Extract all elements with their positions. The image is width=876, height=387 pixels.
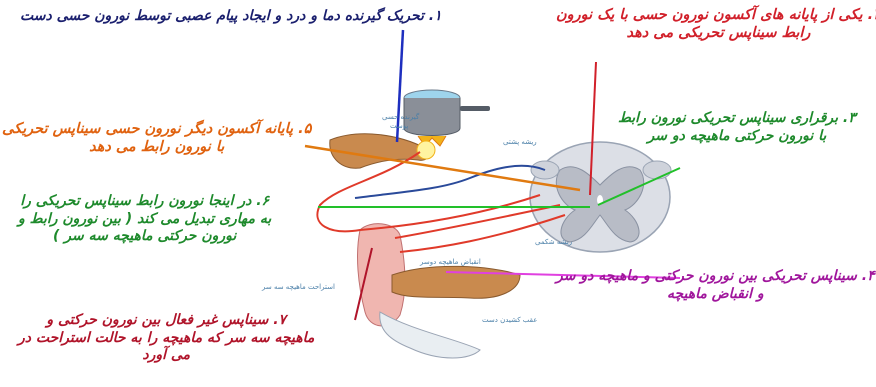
triceps-relax-label: استراحت ماهیچه سه سر [262,283,335,291]
biceps-contract-label: انقباض ماهیچه دوسر [420,258,481,266]
spinal-cord [530,142,671,252]
arm [358,224,520,358]
label-step-3: ۳. برقراری سیناپس تحریکی نورون رابط با ن… [618,110,856,145]
withdraw-hand-label: عقب کشیدن دست [482,316,537,324]
label-step-5: ۵. پایانه آکسون دیگر نورون حسی سیناپس تح… [2,120,311,156]
receptor-label: گیرنده حسی [382,113,419,121]
dorsal-root-label: ریشه پشتی [503,138,537,146]
skin-label: پوست [390,122,408,130]
label-step-2: ۲. یکی از پایانه های آکسون نورون حسی با … [556,6,876,42]
label-step-1: ۱. تحریک گیرنده دما و درد و ایجاد پیام ع… [20,8,442,26]
label-step-6: ۶. در اینجا نورون رابط سیناپس تحریکی را … [18,193,271,246]
label-step-7: ۷. سیناپس غیر فعال بین نورون حرکتی و ماه… [18,312,314,365]
label-step-4: ۴. سیناپس تحریکی بین نورون حرکتی و ماهیچ… [556,268,875,303]
ventral-root-label: ریشه شکمی [535,238,572,246]
